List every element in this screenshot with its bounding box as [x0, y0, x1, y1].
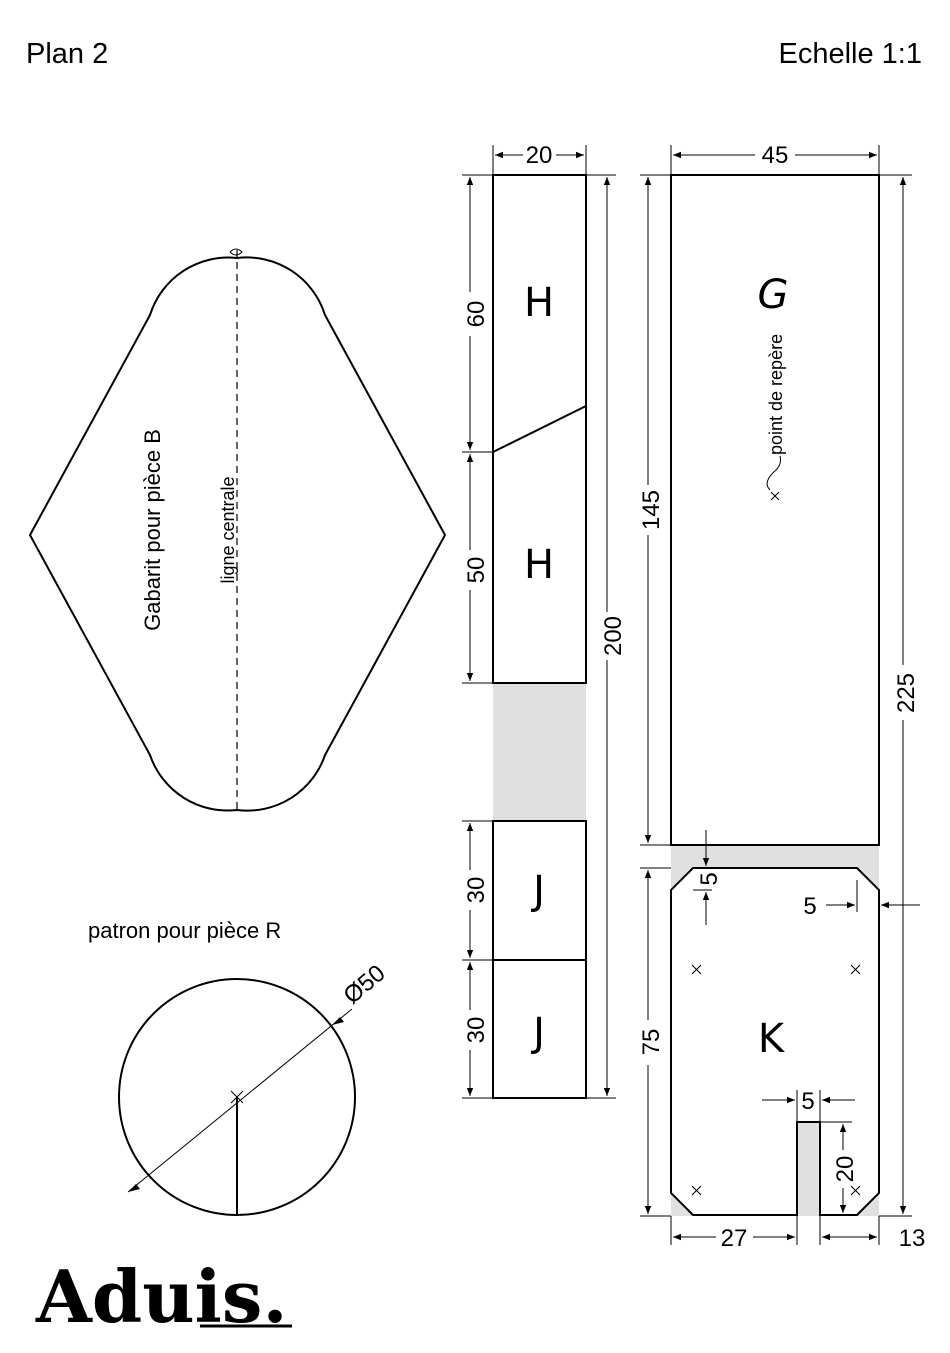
dim-k-right: 13	[899, 1225, 926, 1252]
piece-h-upper: H	[524, 280, 554, 326]
dim-g-width: 45	[762, 142, 789, 169]
dim-h-upper: 60	[463, 301, 490, 328]
dim-g-height: 145	[638, 490, 665, 530]
piece-h-lower: H	[524, 542, 554, 588]
gabarit-label: Gabarit pour pièce B	[140, 429, 165, 631]
point-repere-label: point de repère	[766, 334, 786, 455]
dim-strip-total: 200	[600, 616, 627, 656]
dim-k-chamfer-v: 5	[696, 872, 723, 885]
dim-j-upper: 30	[463, 877, 490, 904]
dim-slot-width: 5	[801, 1088, 814, 1115]
dim-h-lower: 50	[463, 557, 490, 584]
strip-gray-area	[493, 683, 586, 821]
scale-label: Echelle 1:1	[779, 38, 923, 70]
dim-j-lower: 30	[463, 1017, 490, 1044]
piece-g-label: G	[758, 272, 789, 318]
dim-k-chamfer-h: 5	[803, 893, 816, 920]
piece-j-lower: J	[530, 1010, 545, 1056]
piece-j-upper: J	[530, 868, 545, 914]
ligne-centrale-label: ligne centrale	[218, 476, 238, 583]
center-mark-icon	[230, 249, 242, 255]
piece-k-label: K	[758, 1016, 786, 1062]
dim-strip-width: 20	[526, 142, 553, 169]
diameter-label: Ø50	[339, 960, 391, 1010]
patron-label: patron pour pièce R	[88, 918, 281, 943]
dim-k-left: 27	[721, 1225, 748, 1252]
dim-slot-depth: 20	[832, 1156, 859, 1183]
plan-title: Plan 2	[26, 38, 108, 70]
dim-k-height: 75	[638, 1029, 665, 1056]
dim-total-height: 225	[893, 673, 920, 713]
